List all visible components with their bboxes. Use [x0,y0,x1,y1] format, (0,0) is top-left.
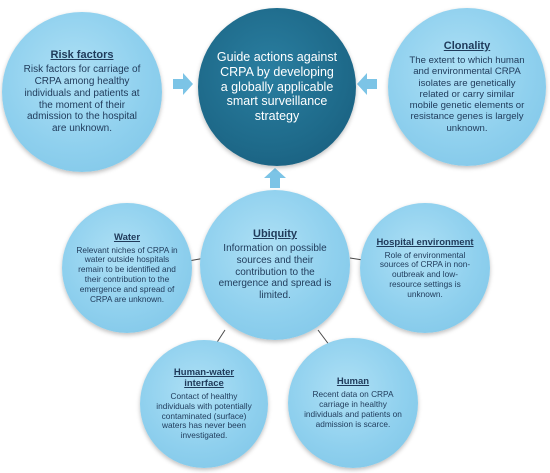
clonality-circle: Clonality The extent to which human and … [388,8,546,166]
clonality-title: Clonality [443,39,491,52]
human-circle: Human Recent data on CRPA carriage in he… [288,338,418,468]
hospital-environment-circle: Hospital environment Role of environment… [360,203,490,333]
water-circle: Water Relevant niches of CRPA in water o… [62,203,192,333]
arrow-up-icon [264,168,286,188]
risk-factors-title: Risk factors [50,49,114,62]
arrow-left-icon [357,73,377,95]
human-water-interface-circle: Human-water interface Contact of healthy… [140,340,268,468]
human-text: Recent data on CRPA carriage in healthy … [304,389,402,429]
water-text: Relevant niches of CRPA in water outside… [76,244,178,304]
water-title: Water [113,231,141,243]
human-water-interface-title: Human-water interface [173,367,235,390]
risk-factors-text: Risk factors for carriage of CRPA among … [23,64,141,135]
arrow-right-icon [173,73,193,95]
human-water-interface-text: Contact of healthy individuals with pote… [156,391,252,441]
clonality-text: The extent to which human and environmen… [409,54,525,134]
ubiquity-circle: Ubiquity Information on possible sources… [200,190,350,340]
risk-factors-circle: Risk factors Risk factors for carriage o… [2,12,162,172]
hospital-environment-text: Role of environmental sources of CRPA in… [379,249,471,299]
human-title: Human [336,376,370,388]
ubiquity-text: Information on possible sources and thei… [218,243,332,302]
goal-text: Guide actions against CRPA by developing… [216,50,338,124]
hospital-environment-title: Hospital environment [376,236,474,248]
goal-circle: Guide actions against CRPA by developing… [198,8,356,166]
ubiquity-title: Ubiquity [253,228,297,240]
